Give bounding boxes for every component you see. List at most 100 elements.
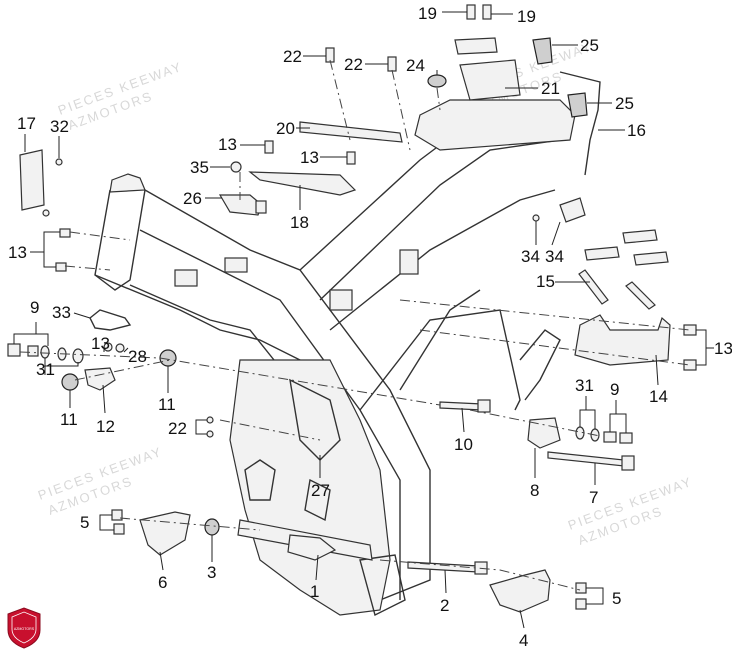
callout-14: 14 (649, 387, 668, 406)
part-1-mount-plate (287, 534, 337, 561)
tank-mount-tab (224, 257, 248, 273)
azmotors-logo: AZMOTORS (7, 607, 41, 649)
callout-22-top-right: 22 (344, 55, 363, 74)
callout-26: 26 (183, 189, 202, 208)
callout-15: 15 (536, 272, 555, 291)
center-line (469, 409, 601, 437)
center-line (74, 359, 171, 381)
callout-25-bottom: 25 (615, 94, 634, 113)
callout-5-right: 5 (612, 589, 621, 608)
callout-13-right: 13 (714, 339, 732, 358)
rear-hanger (519, 329, 561, 401)
rear-lower-bracket (359, 554, 406, 617)
subframe-diagonal (399, 289, 481, 391)
part-16-cable (559, 71, 601, 176)
part-22-screw (206, 416, 214, 424)
callout-33: 33 (52, 303, 71, 322)
callout-21: 21 (541, 79, 560, 98)
part-24-grommet (427, 74, 447, 88)
center-line (379, 559, 581, 591)
center-line (64, 265, 111, 271)
callout-18: 18 (290, 213, 309, 232)
center-line (19, 351, 441, 406)
callout-13-small: 13 (91, 334, 110, 353)
callout-31-left: 31 (36, 360, 55, 379)
callout-7: 7 (589, 488, 598, 507)
part-9-bolt (7, 343, 21, 357)
callout-25-top: 25 (580, 36, 599, 55)
callout-11-mid: 11 (158, 395, 176, 414)
part-21-seat-lock (459, 59, 521, 101)
part-31-nut (72, 348, 84, 364)
center-line (119, 517, 261, 531)
callout-34-left: 34 (521, 247, 540, 266)
callout-8: 8 (530, 481, 539, 500)
part-8-bracket (527, 417, 561, 449)
part-34-screw (532, 214, 540, 222)
part-13-bolt (346, 151, 356, 165)
tank-mount-tab (174, 269, 198, 287)
callout-2: 2 (440, 596, 449, 615)
swingarm-pivot-plate (229, 359, 391, 616)
part-13-bolt (55, 262, 67, 272)
mount-bracket-left (289, 378, 341, 461)
callout-13-top-right: 13 (300, 148, 319, 167)
seat-rail-tray (414, 99, 576, 151)
part-22-bolt (387, 56, 397, 72)
steering-head-top (109, 173, 146, 193)
callout-12: 12 (96, 417, 115, 436)
callout-27: 27 (311, 481, 330, 500)
callout-10: 10 (454, 435, 473, 454)
callout-28: 28 (128, 347, 147, 366)
parts-group (7, 4, 697, 613)
callout-32: 32 (50, 117, 69, 136)
callout-11-left: 11 (60, 410, 78, 429)
part-13-bolt (264, 140, 274, 154)
part-19-screw (466, 4, 476, 20)
main-spar-upper (144, 189, 431, 601)
frame-tab (399, 249, 419, 275)
subframe-mid-rail (329, 189, 556, 331)
callout-24: 24 (406, 56, 425, 75)
part-5-bolt (113, 523, 125, 535)
part-5-bolt (575, 582, 587, 594)
center-line (329, 59, 351, 141)
part-20-plate (299, 121, 403, 143)
part-31-washer (40, 345, 50, 359)
part-9-bolt (603, 431, 617, 443)
callout-9-right: 9 (610, 380, 619, 399)
callout-group: 1 2 3 4 5 5 6 7 8 9 9 10 (8, 4, 732, 649)
callout-22-top-left: 22 (283, 47, 302, 66)
part-22-bolt (325, 47, 335, 63)
part-15-pad (578, 269, 609, 305)
part-7-bolt-head (621, 455, 635, 471)
part-10-bolt-head (477, 399, 491, 413)
callout-17: 17 (17, 114, 36, 133)
center-line (436, 87, 441, 111)
part-19-screw (482, 4, 492, 20)
part-22-screw (206, 430, 214, 438)
center-lines (19, 59, 691, 591)
part-7-bolt-shaft (547, 451, 625, 467)
part-6-bracket (139, 511, 191, 556)
center-line (399, 299, 691, 331)
part-9-bolt (27, 345, 39, 357)
main-spar-lower (139, 229, 401, 600)
callout-22-lower: 22 (168, 419, 187, 438)
part-32-screw (42, 209, 50, 217)
pivot-cutout (244, 459, 276, 501)
callout-1: 1 (310, 582, 319, 601)
callout-9-left: 9 (30, 298, 39, 317)
part-21-latch-top (454, 37, 498, 55)
part-26-clip (255, 200, 267, 214)
center-line (391, 69, 411, 151)
part-15-pad (622, 229, 658, 244)
part-10-bolt-shaft (439, 401, 483, 411)
callout-19-left: 19 (418, 4, 437, 23)
logo-shield-border (11, 611, 37, 644)
part-34-clip (559, 197, 586, 223)
part-35-screw (230, 161, 242, 173)
part-4-bracket (489, 569, 551, 613)
callout-4: 4 (519, 631, 528, 649)
